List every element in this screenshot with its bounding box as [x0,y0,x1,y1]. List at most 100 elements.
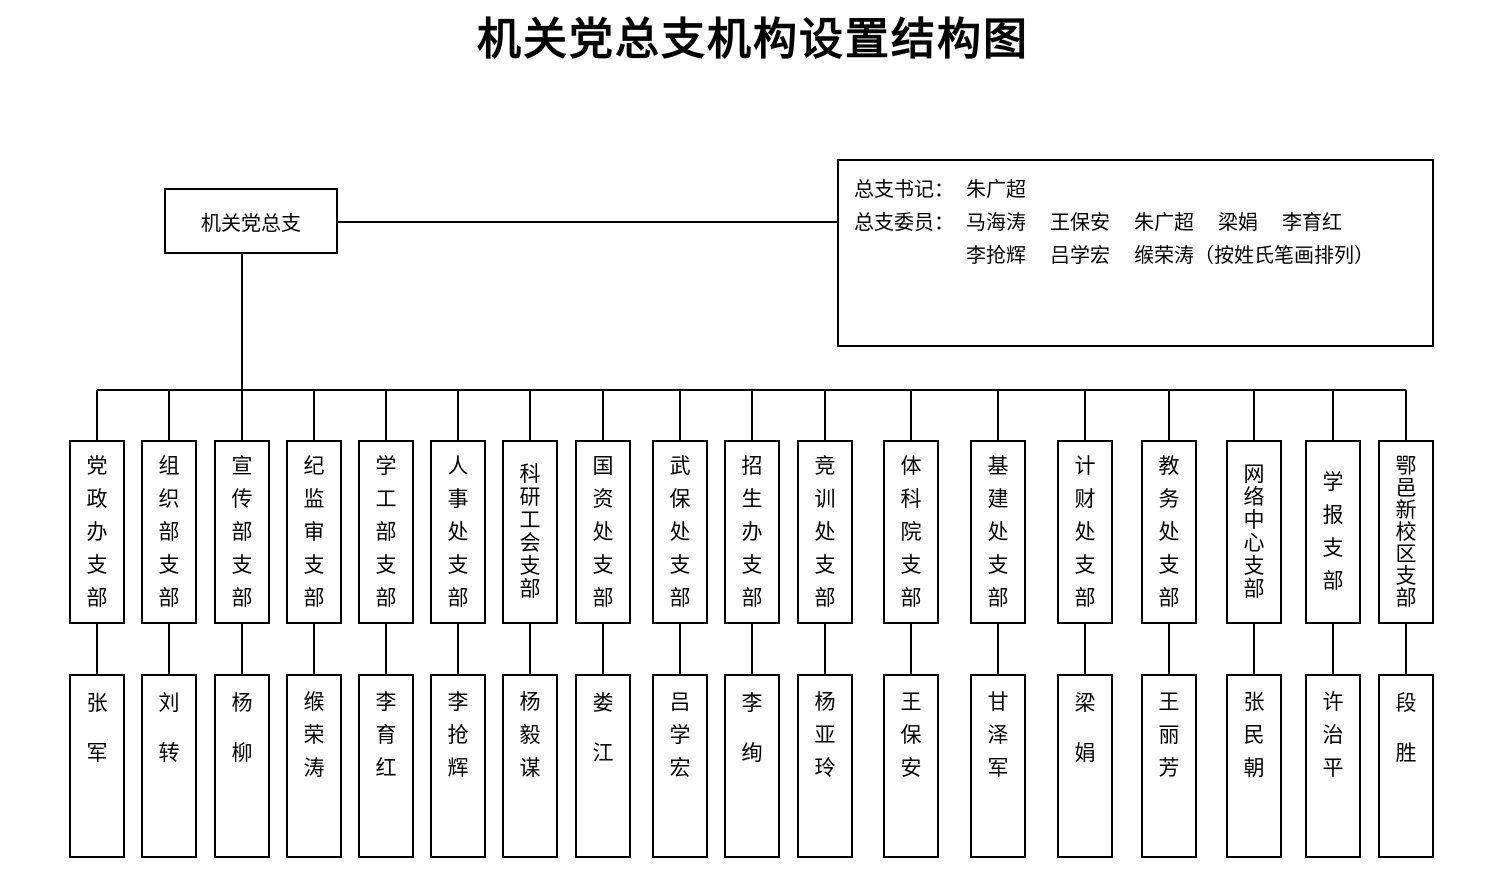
leader-name-char: 治 [1322,723,1344,747]
branch-name-char: 鄂 [1395,454,1417,478]
branch-name-char: 支 [375,552,397,577]
leader-name-char: 军 [86,741,108,765]
branch-name-char: 邑 [1395,476,1417,500]
leader-box: 段胜 [1378,674,1434,858]
branch-name-char: 心 [1243,531,1265,555]
leader-name-char: 张 [86,691,108,715]
branch-name-char: 支 [741,552,763,577]
leader-name-char: 转 [158,741,180,765]
branch-name-char: 武 [669,453,691,478]
leader-name-char: 丽 [1158,723,1180,747]
leader-name-char: 李 [375,690,397,714]
branch-name-char: 学 [1322,470,1344,494]
leader-name-char: 育 [375,723,397,747]
branch-box: 招生办支部 [724,440,780,624]
leader-name-char: 梁 [1074,691,1096,715]
leader-box: 吕学宏 [652,674,708,858]
leader-box: 梁娟 [1057,674,1113,858]
branch-name-char: 校 [1395,520,1417,544]
branch-name-char: 部 [987,585,1009,610]
branch-name-char: 处 [592,519,614,544]
branch-name-char: 支 [592,552,614,577]
branch-name-char: 工 [375,486,397,511]
branch-name-char: 络 [1243,485,1265,509]
branch-name-char: 竞 [814,453,836,478]
leader-name-char: 荣 [303,723,325,747]
branch-name-char: 部 [592,585,614,610]
branch-box: 鄂邑新校区支部 [1378,440,1434,624]
member-name: 李育红 [1282,210,1342,234]
branch-name-char: 部 [1243,577,1265,601]
branch-box: 教务处支部 [1141,440,1197,624]
branch-box: 武保处支部 [652,440,708,624]
branch-name-char: 招 [741,453,763,478]
branch-name-char: 纪 [303,453,325,478]
branch-name-char: 支 [447,552,469,577]
leader-box: 许治平 [1305,674,1361,858]
leader-box: 娄江 [575,674,631,858]
leader-name-char: 谋 [519,756,541,780]
branch-name-char: 党 [86,453,108,478]
leader-name-char: 张 [1243,690,1265,714]
branch-name-char: 支 [1158,552,1180,577]
members-label: 总支委员： [854,210,954,234]
branch-name-char: 资 [592,486,614,511]
members-row-1: 总支委员： 马海涛 王保安 朱广超 梁娟 李育红 [854,206,1432,239]
branch-name-char: 建 [987,486,1009,511]
leader-name-char: 王 [1158,690,1180,714]
leader-name-char: 杨 [814,690,836,714]
member-name: 马海涛 [966,210,1026,234]
leader-name-char: 江 [592,741,614,765]
leader-name-char: 柳 [231,741,253,765]
committee-info-box: 总支书记： 朱广超 总支委员： 马海涛 王保安 朱广超 梁娟 李育红 李抢辉 吕… [837,159,1434,347]
leader-name-char: 李 [447,690,469,714]
leader-name-char: 涛 [303,756,325,780]
leader-box: 杨毅谋 [502,674,558,858]
leader-box: 李绚 [724,674,780,858]
leader-name-char: 学 [669,723,691,747]
leader-name-char: 李 [741,691,763,715]
leader-name-char: 宏 [669,756,691,780]
branch-name-char: 训 [814,486,836,511]
branch-name-char: 部 [375,585,397,610]
member-name: 吕学宏 [1050,243,1110,267]
branch-box: 基建处支部 [970,440,1026,624]
branch-box: 宣传部支部 [214,440,270,624]
member-name: 王保安 [1050,210,1110,234]
leader-box: 张军 [69,674,125,858]
branch-name-char: 支 [519,554,541,578]
branch-name-char: 部 [1395,586,1417,610]
branch-name-char: 网 [1243,462,1265,486]
branch-name-char: 部 [231,519,253,544]
branch-box: 组织部支部 [141,440,197,624]
leader-name-char: 泽 [987,723,1009,747]
leader-box: 杨柳 [214,674,270,858]
leader-box: 李育红 [358,674,414,858]
branch-name-char: 处 [447,519,469,544]
branch-name-char: 处 [669,519,691,544]
leader-box: 王保安 [883,674,939,858]
branch-name-char: 学 [375,453,397,478]
leader-name-char: 抢 [447,723,469,747]
branch-name-char: 组 [158,453,180,478]
leader-name-char: 民 [1243,723,1265,747]
leader-name-char: 安 [900,756,922,780]
branch-name-char: 会 [519,531,541,555]
branch-name-char: 研 [519,485,541,509]
branch-box: 科研工会支部 [502,440,558,624]
leader-name-char: 王 [900,690,922,714]
branch-name-char: 支 [1395,564,1417,588]
branch-name-char: 区 [1395,542,1417,566]
leader-box: 刘转 [141,674,197,858]
branch-name-char: 科 [900,486,922,511]
branch-name-char: 支 [1322,536,1344,560]
branch-name-char: 教 [1158,453,1180,478]
branch-name-char: 处 [814,519,836,544]
branch-name-char: 织 [158,486,180,511]
leader-box: 王丽芳 [1141,674,1197,858]
member-name: 李抢辉 [966,243,1026,267]
members-row-2: 李抢辉 吕学宏 缑荣涛 （按姓氏笔画排列） [854,239,1432,272]
branch-name-char: 监 [303,486,325,511]
branch-name-char: 部 [86,585,108,610]
